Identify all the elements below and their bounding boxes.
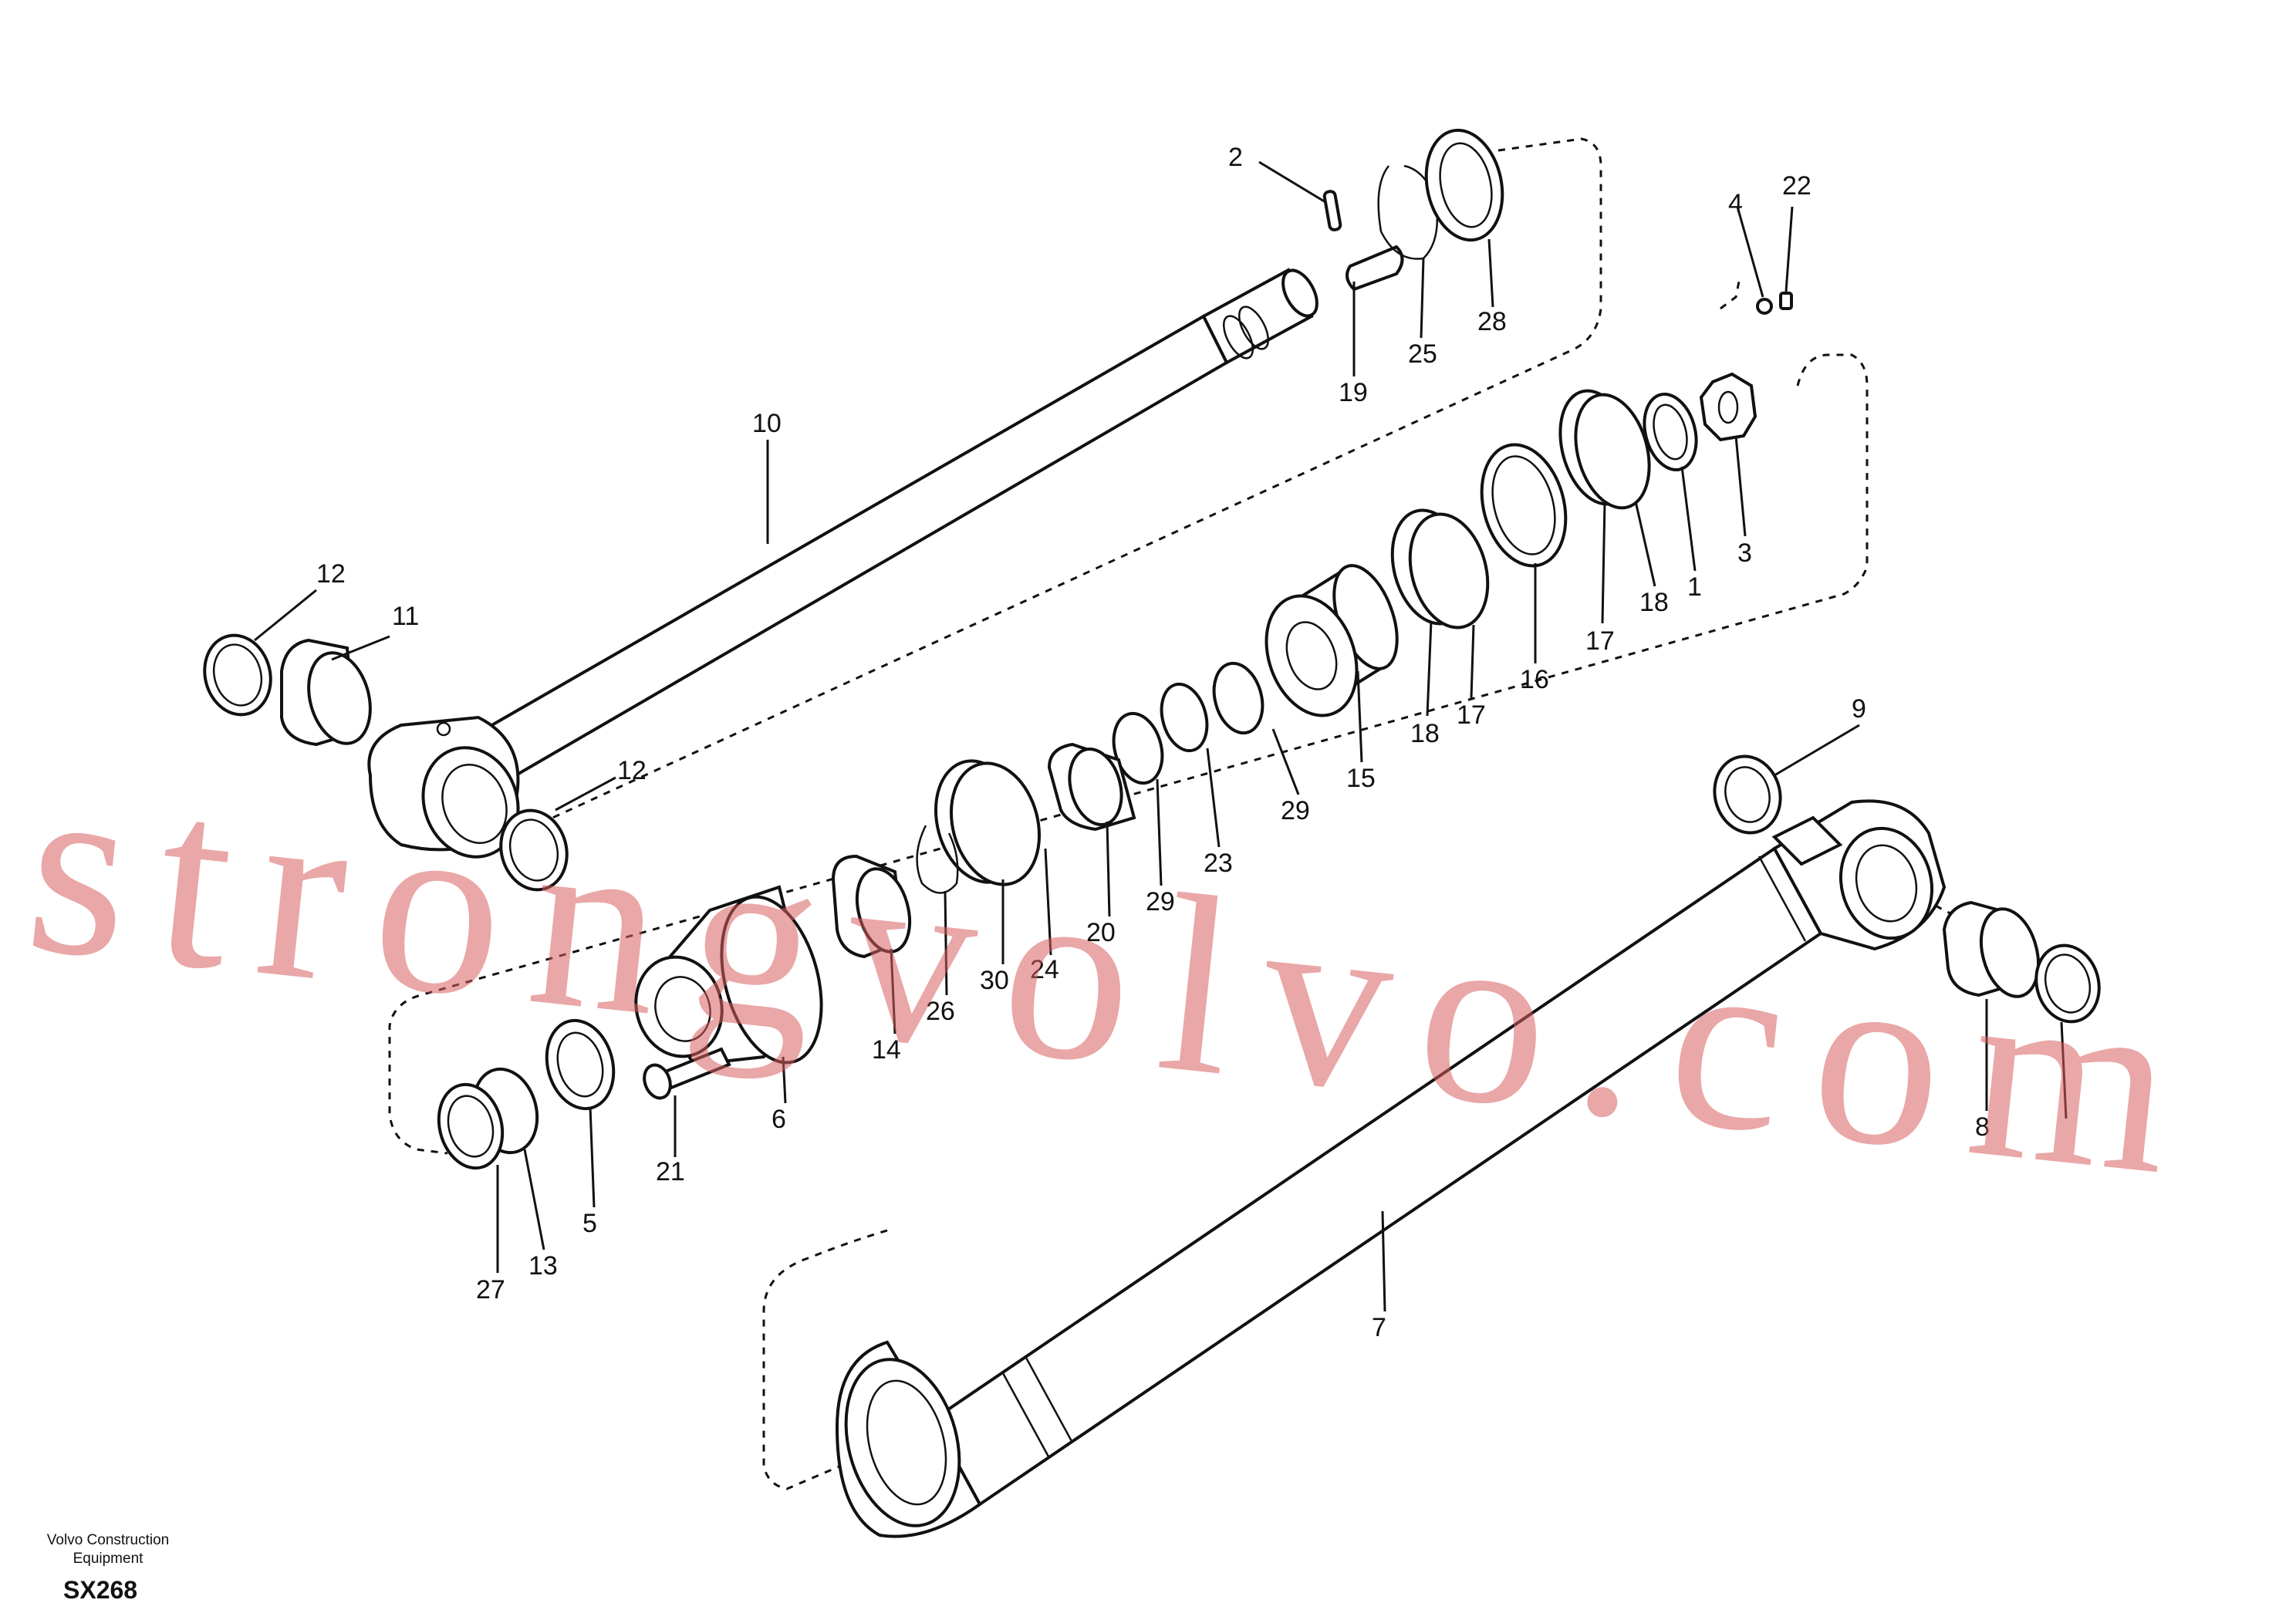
callout-7: 7 <box>1372 1313 1386 1342</box>
callout-6: 6 <box>772 1105 786 1134</box>
piston-rod <box>367 268 1319 859</box>
callout-17a: 17 <box>1585 626 1615 656</box>
callout-27: 27 <box>476 1275 505 1304</box>
callout-17b: 17 <box>1457 700 1486 730</box>
callout-18b: 18 <box>1410 719 1440 748</box>
head-seals <box>437 1018 616 1170</box>
callout-29a: 29 <box>1281 796 1310 825</box>
cylinder-tube <box>835 799 1947 1538</box>
callout-29b: 29 <box>1146 887 1175 916</box>
callout-9: 9 <box>1852 694 1866 724</box>
callout-labels: 2 22 4 25 28 19 10 3 1 18 17 16 12 11 17… <box>316 143 1990 1342</box>
callout-26: 26 <box>926 997 955 1026</box>
callout-15: 15 <box>1346 764 1376 793</box>
callout-3: 3 <box>1737 538 1752 568</box>
callout-12b: 12 <box>617 756 647 785</box>
cylinder-head <box>634 885 823 1100</box>
manufacturer-line-1: Volvo Construction <box>46 1532 170 1548</box>
rod-end-bushings <box>203 633 569 892</box>
callout-13: 13 <box>528 1251 558 1281</box>
callout-24: 24 <box>1030 955 1059 984</box>
tube-end-bushings <box>1713 754 2101 1024</box>
callout-28: 28 <box>1477 307 1507 336</box>
drawing-code: SX268 <box>63 1576 138 1604</box>
callout-19: 19 <box>1339 378 1368 407</box>
callout-25: 25 <box>1408 339 1437 369</box>
callout-21: 21 <box>656 1157 685 1186</box>
callout-4: 4 <box>1728 189 1743 218</box>
callout-14: 14 <box>872 1035 901 1065</box>
callout-16: 16 <box>1520 665 1549 694</box>
callout-11: 11 <box>392 602 419 631</box>
top-small-parts <box>1322 128 1793 315</box>
callout-23: 23 <box>1204 849 1233 878</box>
callout-10: 10 <box>752 409 782 438</box>
callout-18a: 18 <box>1639 588 1669 617</box>
callout-30: 30 <box>980 966 1009 995</box>
callout-20: 20 <box>1086 918 1116 947</box>
callout-5: 5 <box>582 1209 597 1238</box>
manufacturer-line-2: Equipment <box>73 1551 144 1567</box>
callout-8: 8 <box>1975 1112 1990 1142</box>
leader-lines <box>254 160 2068 1312</box>
callout-2: 2 <box>1228 143 1243 172</box>
callout-1: 1 <box>1687 572 1702 602</box>
manufacturer-label: Volvo Construction Equipment <box>31 1531 185 1568</box>
callout-22: 22 <box>1782 171 1811 201</box>
piston-seal-stack <box>831 372 1757 959</box>
callout-12a: 12 <box>316 559 346 589</box>
